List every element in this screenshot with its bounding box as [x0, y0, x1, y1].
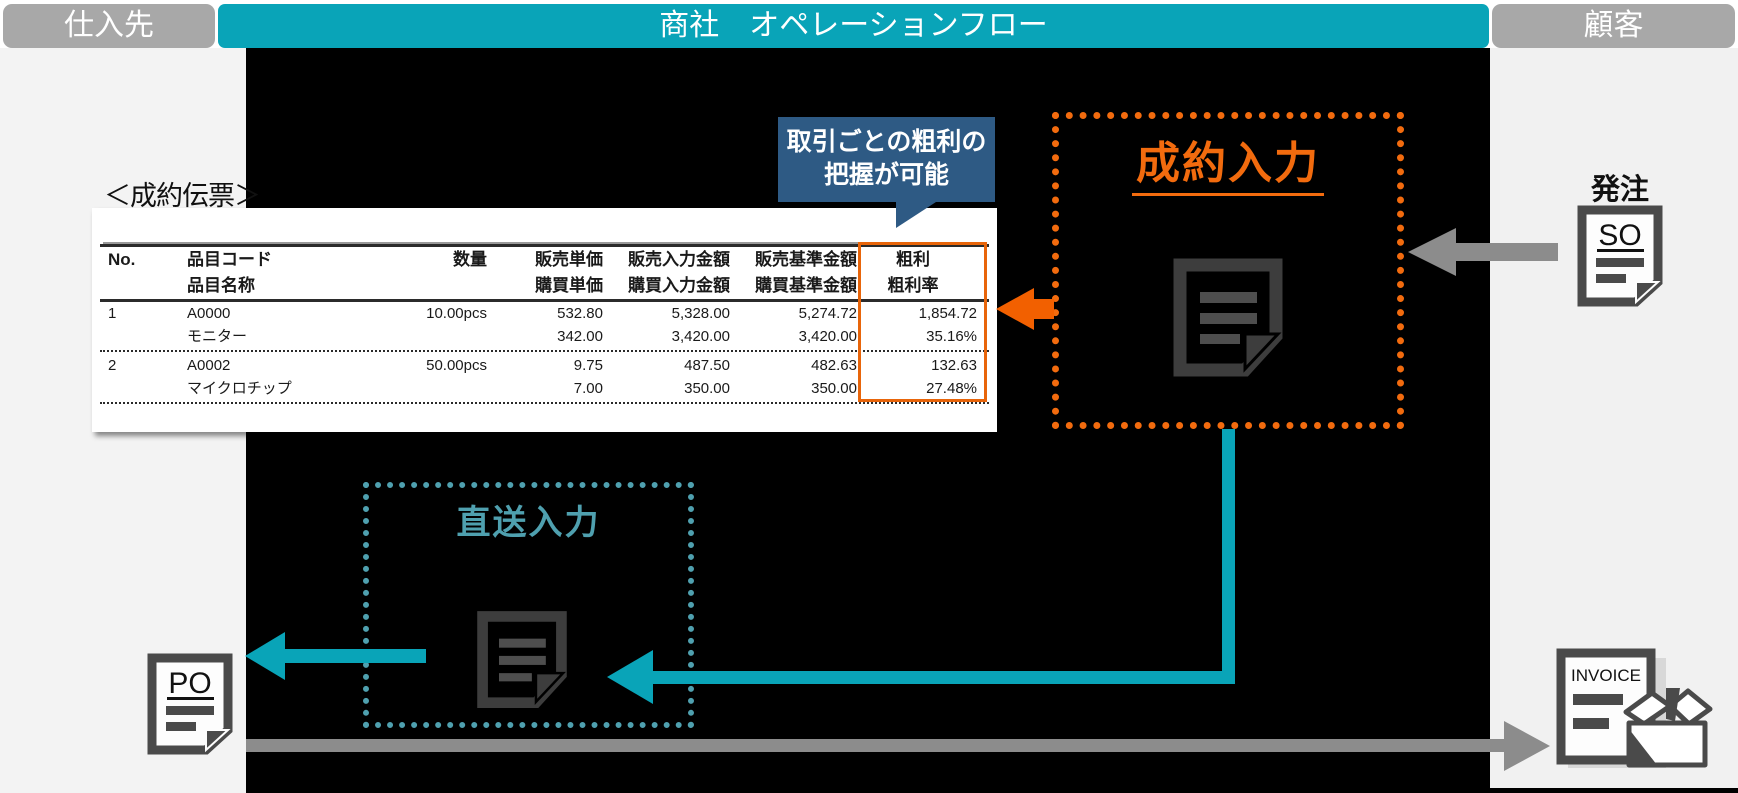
- po-document-icon: PO: [146, 653, 234, 760]
- supplier-header-label: 仕入先: [64, 9, 154, 42]
- callout-line-2: 把握が可能: [823, 161, 949, 189]
- direct-document-icon: [476, 610, 568, 715]
- col-itemname-header: 品目名称: [187, 276, 255, 295]
- po-doc-label: PO: [168, 667, 211, 700]
- connector-arrowhead-left: [607, 650, 653, 704]
- slip-caption: ＜成約伝票＞: [104, 181, 261, 211]
- supplier-header-tab: 仕入先: [3, 4, 215, 48]
- order-label: 発注: [1590, 174, 1649, 206]
- bottom-border-strip: [1490, 788, 1738, 793]
- gross-profit-highlight-rect: [858, 242, 987, 402]
- table-header-row-2: 品目名称 購買単価 購買入力金額 購買基準金額 粗利率: [100, 273, 989, 299]
- table-header: No. 品目コード 数量 販売単価 販売入力金額 販売基準金額 粗利 品目名称 …: [100, 244, 989, 302]
- contract-slip-table: No. 品目コード 数量 販売単価 販売入力金額 販売基準金額 粗利 品目名称 …: [100, 244, 989, 406]
- so-document-icon: SO: [1576, 205, 1664, 312]
- arrow-direct-to-po-shaft: [283, 649, 426, 663]
- contract-entry-box: 成約入力: [1052, 112, 1404, 429]
- col-gross-rate-header: 粗利率: [887, 276, 939, 295]
- table-row: モニター 342.00 3,420.00 3,420.00 35.16%: [187, 328, 977, 345]
- arrow-bottom-to-invoice-shaft: [246, 739, 1506, 752]
- invoice-doc-label: INVOICE: [1571, 666, 1641, 685]
- col-gross-header: 粗利: [896, 250, 930, 269]
- so-doc-label: SO: [1598, 219, 1641, 252]
- col-sales-unit-header: 販売単価: [535, 250, 603, 269]
- connector-contract-to-direct-horizontal: [650, 671, 1235, 684]
- flow-title: 商社 オペレーションフロー: [659, 9, 1048, 42]
- col-sales-base-header: 販売基準金額: [755, 250, 857, 269]
- connector-contract-to-direct-vertical: [1222, 429, 1235, 681]
- customer-header-tab: 顧客: [1492, 4, 1735, 48]
- package-box-icon: [1616, 684, 1718, 775]
- table-header-row-1: No. 品目コード 数量 販売単価 販売入力金額 販売基準金額 粗利: [100, 247, 989, 273]
- col-purchase-base-header: 購買基準金額: [755, 276, 857, 295]
- flow-title-bar: 商社 オペレーションフロー: [218, 4, 1489, 48]
- col-qty-header: 数量: [453, 250, 487, 269]
- contract-slip-panel: No. 品目コード 数量 販売単価 販売入力金額 販売基準金額 粗利 品目名称 …: [92, 208, 997, 432]
- row-separator: [100, 349, 989, 352]
- col-itemcode-header: 品目コード: [187, 250, 272, 269]
- callout-tail: [896, 202, 936, 228]
- col-no-header: No.: [108, 250, 136, 269]
- table-row: マイクロチップ 7.00 350.00 350.00 27.48%: [187, 380, 977, 397]
- arrow-contract-to-slip-head: [996, 288, 1034, 330]
- callout-line-1: 取引ごとの粗利の: [786, 128, 987, 156]
- col-sales-amount-header: 販売入力金額: [628, 250, 730, 269]
- table-row: 2 A0002 50.00pcs 9.75 487.50 482.63 132.…: [108, 357, 977, 374]
- col-purchase-amount-header: 購買入力金額: [628, 276, 730, 295]
- gross-profit-callout: 取引ごとの粗利の 把握が可能: [778, 117, 995, 228]
- arrow-bottom-to-invoice-head: [1504, 721, 1550, 771]
- col-purchase-unit-header: 購買単価: [535, 276, 603, 295]
- arrow-so-to-contract-head: [1408, 228, 1456, 276]
- row-separator: [100, 401, 989, 404]
- arrow-contract-to-slip-shaft: [1032, 299, 1054, 319]
- customer-header-label: 顧客: [1583, 9, 1644, 42]
- arrow-so-to-contract-shaft: [1454, 243, 1558, 261]
- direct-entry-box: 直送入力: [363, 482, 694, 728]
- direct-entry-title: 直送入力: [456, 504, 601, 542]
- contract-entry-title: 成約入力: [1132, 127, 1324, 196]
- contract-document-icon: [1172, 258, 1284, 383]
- arrow-direct-to-po-head: [245, 632, 285, 680]
- table-row: 1 A0000 10.00pcs 532.80 5,328.00 5,274.7…: [108, 305, 977, 322]
